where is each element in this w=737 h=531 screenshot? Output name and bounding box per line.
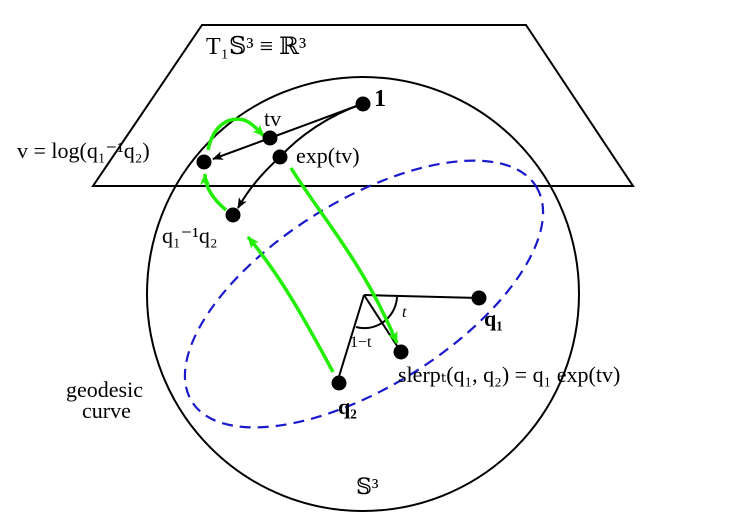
angle-arc-t [381, 296, 398, 324]
center-to-q2 [336, 294, 365, 384]
label-geodesic-line1: geodesic [66, 377, 143, 402]
label-v-log: v = log(q₁⁻¹q₂) [17, 138, 150, 163]
green-arrow-q2-to-q1invq2 [246, 235, 335, 373]
point-identity [355, 96, 371, 112]
label-tv: tv [264, 106, 281, 131]
arc-1-to-exp [279, 103, 363, 158]
label-q1: q₁ [484, 306, 503, 331]
label-sphere: 𝕊³ [356, 474, 379, 499]
label-slerp: slerpₜ(q₁, q₂) = q₁ exp(tv) [398, 362, 620, 387]
sphere-circle [146, 76, 580, 512]
green-arrow-v-to-tv [206, 117, 266, 151]
angle-arc-one-minus-t [355, 322, 383, 330]
label-t: t [402, 304, 407, 321]
center-to-q1 [363, 294, 480, 299]
point-q2 [331, 375, 347, 391]
tangent-plane [91, 24, 635, 187]
green-arrow-exp-to-slerp [289, 167, 399, 344]
arc-exp-to-q1invq2 [237, 156, 281, 209]
point-slerp [393, 344, 409, 360]
point-q1 [471, 290, 487, 306]
label-q1invq2: q₁⁻¹q₂ [162, 223, 218, 248]
arrow-tv-to-v [212, 137, 271, 160]
label-identity: 1 [374, 86, 386, 112]
label-one-minus-t: 1−t [350, 334, 372, 351]
point-v [196, 154, 212, 170]
label-q2: q₂ [338, 394, 357, 419]
point-tv [262, 130, 278, 146]
point-q1invq2 [225, 207, 241, 223]
point-exp-tv [272, 149, 288, 165]
green-arrow-q1invq2-to-v [200, 173, 228, 212]
label-geodesic-line2: curve [82, 398, 131, 423]
geodesic-curve [183, 159, 545, 429]
label-tangent-space: T₁𝕊³ ≡ ℝ³ [206, 34, 306, 60]
label-exp-tv: exp(tv) [296, 143, 360, 168]
